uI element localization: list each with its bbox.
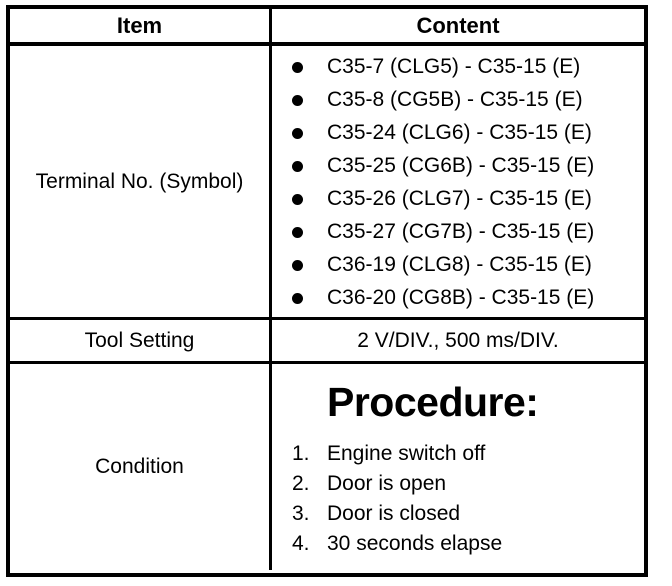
terminal-pair-text: C35-7 (CLG5) - C35-15 (E): [327, 54, 581, 78]
row-label-terminal-no: Terminal No. (Symbol): [35, 169, 244, 193]
step-number: 2.: [292, 472, 310, 495]
list-item: C35-27 (CG7B) - C35-15 (E): [292, 215, 644, 248]
specification-table: Item Content Terminal No. (Symbol) C35-7…: [6, 5, 648, 577]
step-text: Door is open: [327, 472, 447, 495]
row-label-cell-terminal-no: Terminal No. (Symbol): [10, 46, 272, 317]
bullet-icon: [292, 226, 303, 238]
bullet-icon: [292, 292, 303, 304]
list-item: 4. 30 seconds elapse: [292, 529, 644, 559]
table-row-terminal-no: Terminal No. (Symbol) C35-7 (CLG5) - C35…: [10, 46, 644, 320]
bullet-icon: [292, 160, 303, 172]
step-number: 3.: [292, 502, 310, 525]
list-item: 3. Door is closed: [292, 499, 644, 529]
header-cell-content: Content: [272, 9, 644, 42]
list-item: 2. Door is open: [292, 469, 644, 499]
bullet-icon: [292, 259, 303, 271]
row-label-condition: Condition: [95, 455, 184, 478]
table-header-row: Item Content: [10, 9, 644, 46]
step-text: Door is closed: [327, 502, 461, 525]
list-item: C36-19 (CLG8) - C35-15 (E): [292, 248, 644, 281]
terminal-pair-text: C35-24 (CLG6) - C35-15 (E): [327, 120, 592, 144]
header-label-item: Item: [116, 12, 163, 38]
list-item: C36-20 (CG8B) - C35-15 (E): [292, 281, 644, 314]
terminal-bullet-list: C35-7 (CLG5) - C35-15 (E) C35-8 (CG5B) -…: [272, 50, 644, 314]
terminal-pair-text: C35-26 (CLG7) - C35-15 (E): [327, 186, 592, 210]
header-label-content: Content: [416, 12, 500, 38]
terminal-pair-text: C35-27 (CG7B) - C35-15 (E): [327, 219, 595, 243]
condition-content-block: Procedure: 1. Engine switch off 2. Door …: [272, 375, 644, 559]
row-content-cell-condition: Procedure: 1. Engine switch off 2. Door …: [272, 364, 644, 570]
bullet-icon: [292, 61, 303, 73]
table-row-condition: Condition Procedure: 1. Engine switch of…: [10, 364, 644, 570]
terminal-pair-text: C35-25 (CG6B) - C35-15 (E): [327, 153, 595, 177]
terminal-pair-text: C36-20 (CG8B) - C35-15 (E): [327, 285, 595, 309]
list-item: C35-24 (CLG6) - C35-15 (E): [292, 116, 644, 149]
row-label-tool-setting: Tool Setting: [84, 328, 195, 352]
bullet-icon: [292, 127, 303, 139]
step-number: 4.: [292, 532, 310, 555]
list-item: 1. Engine switch off: [292, 439, 644, 469]
list-item: C35-8 (CG5B) - C35-15 (E): [292, 83, 644, 116]
table-row-tool-setting: Tool Setting 2 V/DIV., 500 ms/DIV.: [10, 320, 644, 364]
procedure-step-list: 1. Engine switch off 2. Door is open 3. …: [292, 439, 644, 559]
tool-setting-value: 2 V/DIV., 500 ms/DIV.: [357, 328, 559, 352]
row-label-cell-condition: Condition: [10, 364, 272, 570]
row-content-cell-tool-setting: 2 V/DIV., 500 ms/DIV.: [272, 320, 644, 361]
list-item: C35-25 (CG6B) - C35-15 (E): [292, 149, 644, 182]
procedure-heading: Procedure:: [327, 379, 539, 425]
step-number: 1.: [292, 442, 310, 465]
row-label-cell-tool-setting: Tool Setting: [10, 320, 272, 361]
list-item: C35-26 (CLG7) - C35-15 (E): [292, 182, 644, 215]
bullet-icon: [292, 193, 303, 205]
terminal-pair-text: C36-19 (CLG8) - C35-15 (E): [327, 252, 592, 276]
step-text: 30 seconds elapse: [327, 532, 503, 555]
row-content-cell-terminal-no: C35-7 (CLG5) - C35-15 (E) C35-8 (CG5B) -…: [272, 46, 644, 317]
bullet-icon: [292, 94, 303, 106]
step-text: Engine switch off: [327, 442, 486, 465]
list-item: C35-7 (CLG5) - C35-15 (E): [292, 50, 644, 83]
header-cell-item: Item: [10, 9, 272, 42]
terminal-pair-text: C35-8 (CG5B) - C35-15 (E): [327, 87, 583, 111]
